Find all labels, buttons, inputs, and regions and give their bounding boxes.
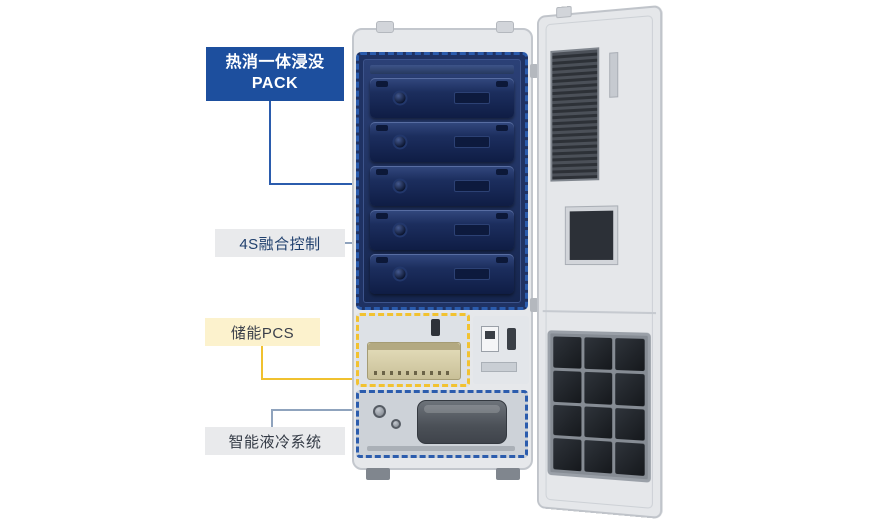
cabinet-foot bbox=[496, 468, 520, 480]
module-valve-icon bbox=[392, 134, 408, 150]
module-latch-icon bbox=[496, 213, 508, 219]
breaker-switch bbox=[507, 328, 516, 350]
grille-cell bbox=[584, 440, 613, 474]
door-hinge bbox=[530, 298, 538, 312]
cooling-connector-line-vertical bbox=[271, 409, 273, 427]
cooling-rail bbox=[367, 446, 515, 451]
grille-cell bbox=[615, 442, 645, 477]
meter-display bbox=[481, 326, 499, 352]
grille-cell bbox=[584, 371, 613, 405]
label-pack-line1: 热消一体浸没 bbox=[225, 54, 325, 72]
pcs-connector-line-horizontal bbox=[261, 378, 362, 380]
pcs-connector-line-vertical bbox=[261, 346, 263, 380]
door-heat-exchanger bbox=[550, 47, 600, 182]
module-latch-icon bbox=[376, 125, 388, 131]
door-air-grille bbox=[547, 330, 651, 483]
pack-connector-line-vertical bbox=[269, 101, 271, 185]
module-latch-icon bbox=[376, 81, 388, 87]
battery-pack-module bbox=[370, 122, 514, 162]
pack-connector-line-horizontal bbox=[269, 183, 357, 185]
cabinet-top-tab bbox=[496, 21, 514, 33]
label-pack: 热消一体浸没 PACK bbox=[206, 47, 344, 101]
battery-pack-module bbox=[370, 210, 514, 250]
cabinet-foot bbox=[366, 468, 390, 480]
module-label-plate bbox=[454, 224, 490, 236]
battery-pack-section bbox=[356, 52, 528, 310]
grille-cell bbox=[553, 404, 582, 437]
coolant-pipe-fitting bbox=[391, 419, 401, 429]
door-cable-duct bbox=[609, 52, 619, 98]
module-label-plate bbox=[454, 268, 490, 280]
cooling-section bbox=[356, 390, 528, 458]
battery-rack bbox=[363, 59, 521, 303]
battery-pack-module bbox=[370, 254, 514, 294]
door-top-tab bbox=[556, 5, 572, 19]
battery-pack-module bbox=[370, 78, 514, 118]
control-connector-line bbox=[345, 242, 358, 244]
grille-cell bbox=[615, 372, 645, 406]
cabinet-door bbox=[537, 4, 663, 520]
module-latch-icon bbox=[496, 169, 508, 175]
module-latch-icon bbox=[376, 213, 388, 219]
module-latch-icon bbox=[376, 169, 388, 175]
grille-cell bbox=[615, 338, 645, 371]
grille-cell bbox=[553, 370, 582, 403]
control-panel bbox=[473, 316, 529, 384]
grille-cell bbox=[584, 337, 613, 370]
door-hinge bbox=[530, 64, 538, 78]
pcs-unit bbox=[367, 342, 461, 380]
coolant-pipe-fitting bbox=[373, 405, 386, 418]
module-latch-icon bbox=[496, 257, 508, 263]
cabinet-top-tab bbox=[376, 21, 394, 33]
grille-cell bbox=[615, 407, 645, 441]
module-label-plate bbox=[454, 92, 490, 104]
panel-slot bbox=[481, 362, 517, 372]
door-display-window bbox=[564, 205, 619, 266]
battery-pack-module bbox=[370, 166, 514, 206]
label-pack-line2: PACK bbox=[251, 75, 299, 92]
module-latch-icon bbox=[376, 257, 388, 263]
grille-cell bbox=[553, 336, 582, 369]
grille-cell bbox=[584, 405, 613, 439]
label-pcs: 储能PCS bbox=[205, 318, 320, 346]
label-4s-control: 4S融合控制 bbox=[215, 229, 345, 257]
module-latch-icon bbox=[496, 81, 508, 87]
module-valve-icon bbox=[392, 90, 408, 106]
cooling-unit bbox=[417, 400, 507, 444]
rack-busbar bbox=[370, 65, 514, 74]
module-latch-icon bbox=[496, 125, 508, 131]
module-valve-icon bbox=[392, 266, 408, 282]
module-valve-icon bbox=[392, 178, 408, 194]
pcs-section bbox=[356, 313, 470, 387]
module-label-plate bbox=[454, 136, 490, 148]
label-liquid-cooling: 智能液冷系统 bbox=[205, 427, 345, 455]
module-label-plate bbox=[454, 180, 490, 192]
module-valve-icon bbox=[392, 222, 408, 238]
grille-cell bbox=[553, 438, 582, 472]
pcs-handle bbox=[431, 319, 440, 336]
cooling-connector-line-horizontal bbox=[271, 409, 358, 411]
